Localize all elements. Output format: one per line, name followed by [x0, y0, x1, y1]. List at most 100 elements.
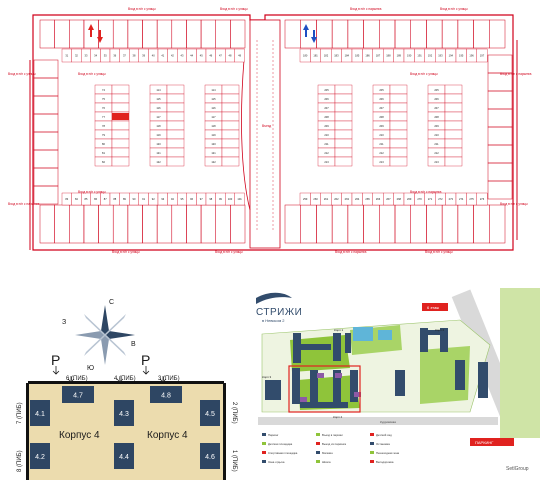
master-building[interactable]: [310, 370, 318, 402]
parking-stall[interactable]: [334, 156, 353, 167]
master-building[interactable]: [333, 370, 341, 402]
legend-item-label: Магазин: [322, 451, 333, 455]
parking-stall[interactable]: [221, 93, 240, 104]
highlighted-stall[interactable]: [112, 113, 129, 120]
side-room: [487, 162, 513, 182]
master-building[interactable]: [292, 368, 300, 404]
parking-stall-number: 268: [397, 197, 402, 201]
parking-stall[interactable]: [334, 102, 353, 113]
parking-stall[interactable]: [221, 120, 240, 131]
parking-stall[interactable]: [476, 192, 488, 206]
parking-stall[interactable]: [389, 156, 408, 167]
master-building[interactable]: [440, 328, 448, 352]
master-building[interactable]: [350, 370, 358, 402]
parking-stall[interactable]: [389, 84, 408, 95]
master-building[interactable]: [301, 344, 331, 350]
parking-stall[interactable]: [166, 120, 185, 131]
parking-stall[interactable]: [389, 129, 408, 140]
master-building[interactable]: [345, 333, 351, 353]
parking-stall[interactable]: [221, 138, 240, 149]
bottom-room: [331, 204, 349, 244]
parking-stall[interactable]: [444, 120, 463, 131]
parking-stall[interactable]: [334, 120, 353, 131]
parking-stall[interactable]: [389, 147, 408, 158]
parking-stall[interactable]: [111, 129, 130, 140]
parking-stall[interactable]: [444, 147, 463, 158]
parking-stall[interactable]: [234, 192, 245, 206]
parking-stall[interactable]: [221, 147, 240, 158]
parking-stall-number: 181: [313, 54, 318, 58]
parking-stall[interactable]: [334, 147, 353, 158]
parking-stall[interactable]: [444, 102, 463, 113]
parking-stall[interactable]: [389, 120, 408, 131]
parking-stall-number: 120: [211, 142, 216, 146]
section-block[interactable]: [114, 400, 134, 426]
parking-stall[interactable]: [476, 48, 488, 63]
parking-stall-number: 80: [102, 142, 105, 146]
parking-stall[interactable]: [389, 102, 408, 113]
parking-stall[interactable]: [389, 93, 408, 104]
parking-stall[interactable]: [166, 84, 185, 95]
corpus-4-highlight[interactable]: [288, 365, 361, 413]
parking-stall[interactable]: [334, 84, 353, 95]
parking-stall-number: 92: [152, 197, 155, 201]
central-ramp: Въезд: [241, 19, 281, 249]
parking-stall[interactable]: [444, 129, 463, 140]
parking-stall[interactable]: [221, 156, 240, 167]
parking-stall[interactable]: [111, 156, 130, 167]
parking-stall[interactable]: [444, 138, 463, 149]
parking-stall[interactable]: [111, 120, 130, 131]
parking-stall[interactable]: [389, 111, 408, 122]
outer-walls: [29, 14, 518, 251]
parking-stall[interactable]: [111, 93, 130, 104]
section-block[interactable]: [114, 443, 134, 469]
parking-stall[interactable]: [166, 156, 185, 167]
parking-stall[interactable]: [444, 84, 463, 95]
parking-stall[interactable]: [221, 102, 240, 113]
parking-stall[interactable]: [111, 102, 130, 113]
parking-stall[interactable]: [166, 147, 185, 158]
parking-stall-number: 210: [324, 133, 329, 137]
master-building[interactable]: [455, 360, 465, 390]
parking-stall[interactable]: [166, 138, 185, 149]
master-building[interactable]: [293, 333, 301, 363]
parking-stall[interactable]: [166, 102, 185, 113]
parking-stall[interactable]: [221, 84, 240, 95]
parking-stall[interactable]: [111, 138, 130, 149]
section-block[interactable]: [200, 443, 220, 469]
section-block[interactable]: [30, 400, 50, 426]
parking-stall[interactable]: [111, 147, 130, 158]
master-building[interactable]: [478, 362, 488, 398]
parking-stall-number: 211: [324, 142, 329, 146]
section-block[interactable]: [150, 386, 182, 403]
parking-stall[interactable]: [334, 93, 353, 104]
parking-stall[interactable]: [334, 129, 353, 140]
section-block[interactable]: [200, 400, 220, 426]
parking-stall[interactable]: [234, 48, 245, 63]
parking-stall[interactable]: [111, 84, 130, 95]
parking-stall[interactable]: [221, 129, 240, 140]
master-building[interactable]: [420, 328, 428, 352]
master-building[interactable]: [300, 402, 348, 408]
parking-stall[interactable]: [444, 111, 463, 122]
parking-stall[interactable]: [166, 93, 185, 104]
parking-stall[interactable]: [166, 129, 185, 140]
parking-stall-number: 46: [209, 54, 212, 58]
parking-stall[interactable]: [444, 93, 463, 104]
master-building[interactable]: [333, 333, 341, 361]
master-building[interactable]: [428, 330, 440, 335]
master-building[interactable]: [265, 380, 281, 400]
parking-stall[interactable]: [444, 156, 463, 167]
parking-stall-number: 42: [171, 54, 174, 58]
parking-stall[interactable]: [389, 138, 408, 149]
parking-stall[interactable]: [334, 111, 353, 122]
section-block[interactable]: [62, 386, 94, 403]
master-building[interactable]: [395, 370, 405, 396]
parking-stall-number: 35: [104, 54, 107, 58]
parking-stall[interactable]: [166, 111, 185, 122]
parking-stall[interactable]: [334, 138, 353, 149]
top-perimeter-rooms: [39, 19, 506, 49]
parking-stall[interactable]: [221, 111, 240, 122]
section-block[interactable]: [30, 443, 50, 469]
